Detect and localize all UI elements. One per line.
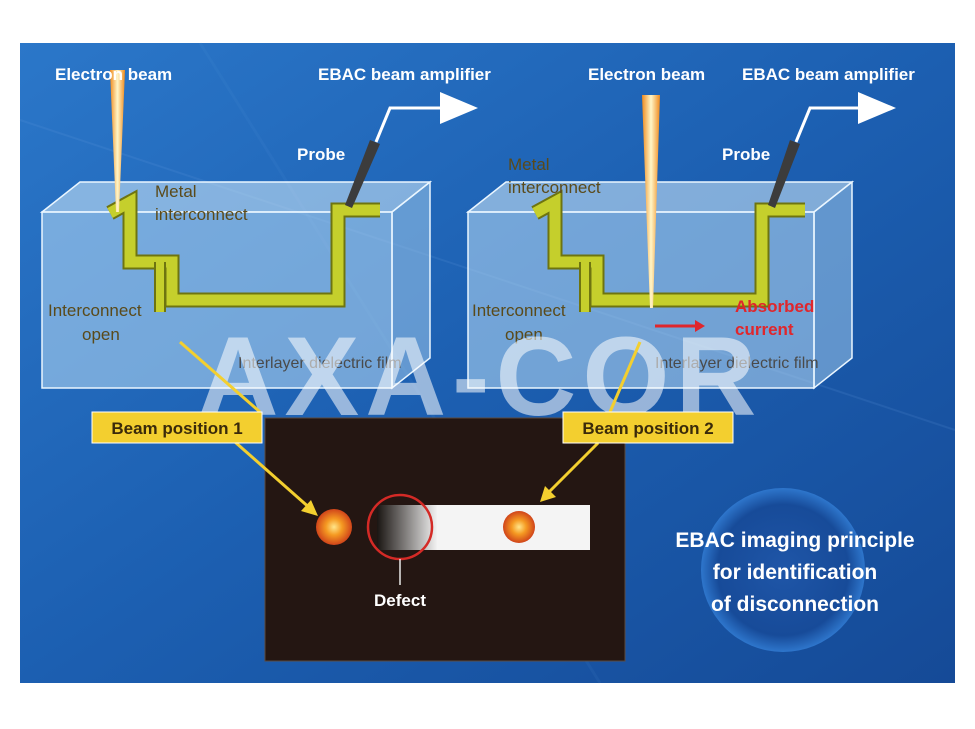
right-open-label-1: Interconnect	[472, 301, 566, 320]
beam-position-1-box	[91, 411, 263, 444]
right-metal-label-2: interconnect	[508, 178, 601, 197]
right-amplifier-label: EBAC beam amplifier	[742, 65, 915, 84]
beam-spot-2	[503, 511, 535, 543]
caption-badge	[701, 488, 865, 652]
caption-line-3: of disconnection	[711, 593, 879, 616]
left-electron-beam-label: Electron beam	[55, 65, 172, 84]
right-electron-beam	[642, 95, 660, 308]
defect-label: Defect	[374, 591, 426, 610]
absorbed-label-2: current	[735, 320, 794, 339]
right-amplifier-line	[794, 106, 858, 143]
left-metal-label-1: Metal	[155, 182, 197, 201]
beam-position-2-box	[562, 411, 734, 444]
absorbed-label-1: Absorbed	[735, 297, 814, 316]
left-open-label-2: open	[82, 325, 120, 344]
right-electron-beam-label: Electron beam	[588, 65, 705, 84]
right-dielectric-label: Interlayer dielectric film	[655, 355, 819, 372]
beam-position-2-label: Beam position 2	[582, 419, 713, 438]
right-probe-label: Probe	[722, 145, 770, 164]
right-amplifier-triangle	[858, 92, 896, 124]
left-amplifier-label: EBAC beam amplifier	[318, 65, 491, 84]
left-amplifier-triangle	[440, 92, 478, 124]
left-probe-label: Probe	[297, 145, 345, 164]
right-probe	[768, 140, 800, 208]
beam1-arrow-line	[234, 440, 313, 512]
right-open-label-2: open	[505, 325, 543, 344]
left-probe	[345, 140, 380, 208]
left-open-label-1: Interconnect	[48, 301, 142, 320]
right-metal-label-1: Metal	[508, 155, 550, 174]
beam-position-1-label: Beam position 1	[111, 419, 242, 438]
caption-line-1: EBAC imaging principle	[675, 529, 914, 552]
left-dielectric-label: Interlayer dielectric film	[238, 355, 402, 372]
beam1-leader	[179, 340, 261, 414]
left-metal-label-2: interconnect	[155, 205, 248, 224]
beam2-leader	[608, 341, 642, 413]
beam2-arrow-line	[543, 441, 600, 498]
left-electron-beam	[110, 70, 125, 212]
left-metal-interconnect	[106, 189, 380, 312]
left-amplifier-line	[374, 106, 440, 143]
right-metal-interconnect	[531, 189, 805, 312]
beam-spot-1	[316, 509, 352, 545]
caption-line-2: for identification	[713, 561, 878, 584]
